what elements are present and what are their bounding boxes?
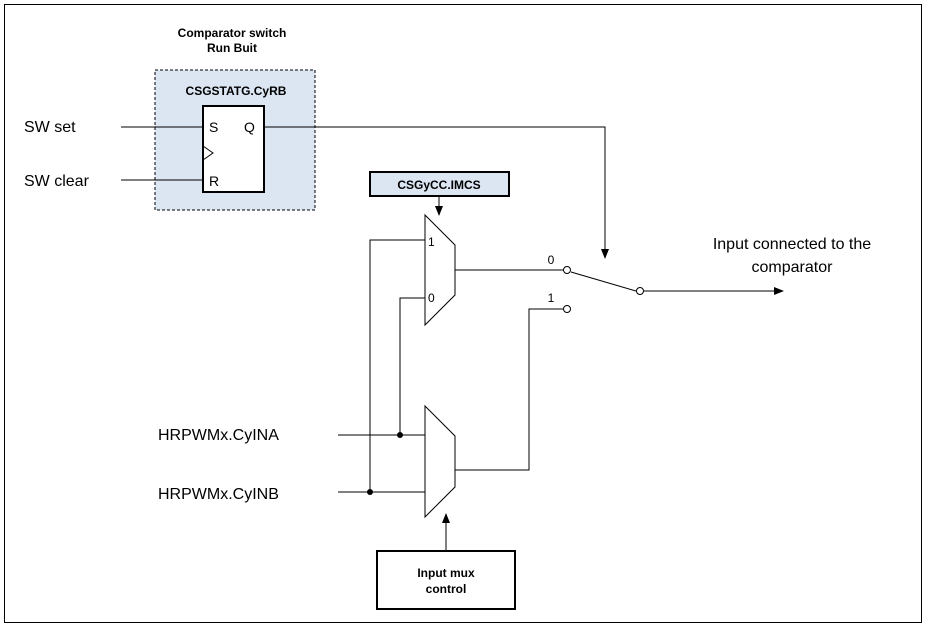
switch-contact-1 xyxy=(563,305,571,313)
output-label-line1: Input connected to the xyxy=(713,236,871,253)
switch-pos-1-label: 1 xyxy=(548,291,555,305)
sw-clear-label: SW clear xyxy=(24,173,90,190)
flipflop-reset-pin: R xyxy=(209,173,219,189)
flipflop-set-pin: S xyxy=(209,119,218,135)
input-mux-control-line1: Input mux xyxy=(417,566,475,580)
imcs-mux-input-1: 1 xyxy=(428,235,435,249)
switch-arm xyxy=(570,271,637,292)
group-title-line1: Comparator switch xyxy=(178,26,287,40)
output-label-line2: comparator xyxy=(752,259,834,276)
mux-input-0-wire xyxy=(399,297,425,435)
switch-pos-0-label: 0 xyxy=(548,253,555,267)
imcs-mux-input-0: 0 xyxy=(428,291,435,305)
cyina-junction-dot xyxy=(397,432,403,438)
clock-triangle xyxy=(202,145,214,161)
diagram-frame xyxy=(4,4,922,623)
switch-contact-0 xyxy=(563,266,571,274)
input-mux-control-box xyxy=(376,550,516,610)
imcs-mux xyxy=(424,213,456,327)
imcs-register-label: CSGyCC.IMCS xyxy=(397,178,480,192)
sw-set-label: SW set xyxy=(24,119,76,136)
imcs-register-box xyxy=(369,171,510,197)
sr-flipflop xyxy=(202,105,265,193)
run-bit-register-label: CSGSTATG.CyRB xyxy=(186,84,287,98)
cyinb-junction-dot xyxy=(367,489,373,495)
input-mux-output-wire xyxy=(455,308,564,471)
hrpwm-cyina-label: HRPWMx.CyINA xyxy=(158,427,279,444)
switch-pivot xyxy=(636,287,644,295)
input-mux-control-line2: control xyxy=(426,582,467,596)
group-title-line2: Run Buit xyxy=(207,41,257,55)
input-mux xyxy=(424,404,456,519)
hrpwm-cyinb-label: HRPWMx.CyINB xyxy=(158,486,279,503)
mux-input-1-wire xyxy=(369,239,425,492)
flipflop-output-pin: Q xyxy=(244,119,255,135)
q-output-wire xyxy=(264,126,606,253)
